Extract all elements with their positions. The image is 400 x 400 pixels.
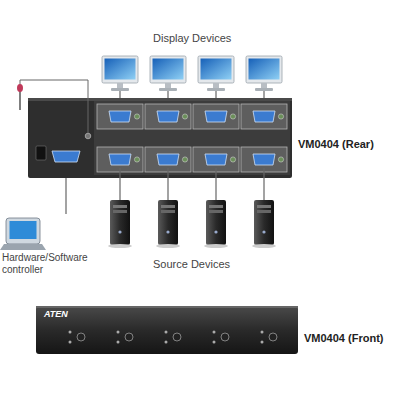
source-cables	[120, 168, 264, 200]
rear-panel-box: VM0404 (Rear)	[28, 98, 292, 178]
control-cable	[65, 178, 66, 214]
front-panel	[36, 306, 298, 354]
model-label: VM0404 (Front)	[304, 332, 383, 345]
display-devices	[102, 56, 282, 91]
brand-logo: ATEN	[44, 309, 68, 320]
model-label: VM0404 (Rear)	[298, 138, 374, 151]
group-label: Display Devices	[153, 32, 231, 44]
front-panel-box: ATENVM0404 (Front)	[36, 306, 298, 354]
microphone	[17, 80, 88, 133]
rear-panel	[28, 98, 292, 178]
group-label: Source Devices	[153, 258, 230, 270]
controller-label: Hardware/Software controller	[2, 214, 102, 276]
source-devices	[108, 200, 276, 248]
controller-device	[0, 218, 46, 250]
controller-box: Hardware/Software controller	[2, 214, 102, 276]
